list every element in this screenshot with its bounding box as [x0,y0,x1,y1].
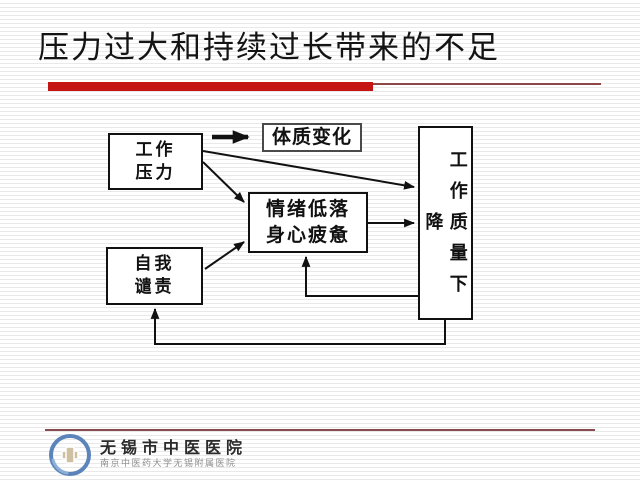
arrow-quality-to-selfblame-feedback [150,307,446,345]
node-self-blame: 自我 谴责 [106,247,203,305]
footer-divider-line [45,429,595,431]
arrow-pressure-to-emotion [202,161,245,203]
hospital-logo-icon [49,434,91,476]
hospital-name: 无锡市中医医院 [100,440,248,457]
node-emotion-fatigue: 情绪低落 身心疲惫 [248,192,368,253]
title-underline-thick [48,82,373,91]
logo-ring [49,434,91,476]
node-physical-change: 体质变化 [262,123,362,152]
logo-swirl [51,458,69,475]
hospital-subtitle: 南京中医药大学无锡附属医院 [100,458,237,468]
arrow-selfblame-to-emotion [204,241,245,270]
node-work-quality-decline: 工作质量下降 [418,126,473,320]
cross-icon [61,446,79,464]
arrow-quality-to-emotion-feedback [301,255,418,297]
title-underline-thin [373,83,601,85]
page-title: 压力过大和持续过长带来的不足 [38,30,500,65]
arrow-pressure-to-quality [202,150,416,190]
node-work-pressure: 工作 压力 [108,133,203,190]
